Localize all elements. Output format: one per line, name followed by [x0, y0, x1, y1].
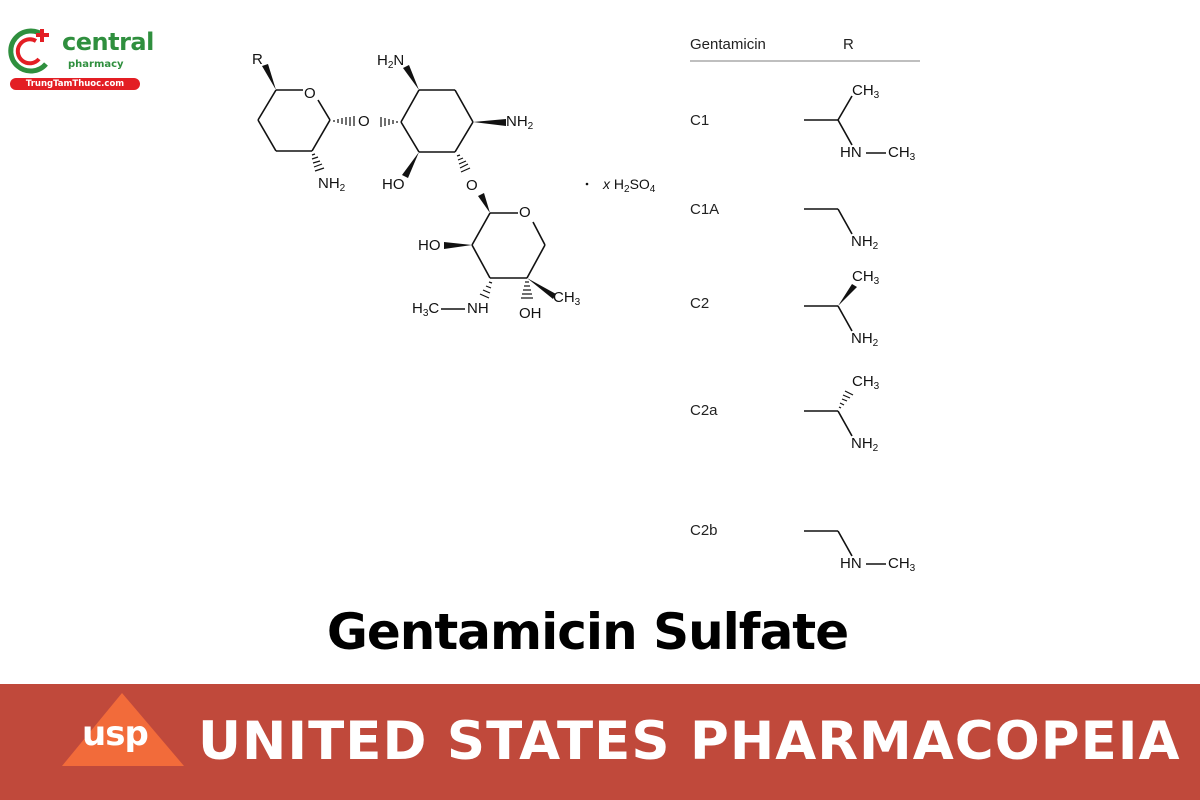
methyl-label: CH3	[553, 289, 581, 308]
methyl-label: CH3	[852, 373, 880, 392]
hydroxyl-label: HO	[418, 237, 441, 254]
hydroxyl-label: HO	[382, 176, 405, 193]
page-title: Gentamicin Sulfate	[326, 603, 849, 661]
methylamine-label: H3C	[412, 300, 440, 319]
glycosidic-oxygen-label: O	[358, 113, 370, 130]
gentamicin-structure-diagram	[257, 60, 920, 565]
usp-logo-text: usp	[82, 714, 149, 754]
table-row-id: C2a	[690, 402, 718, 419]
glycosidic-oxygen-label: O	[466, 177, 478, 194]
methyl-label: CH3	[888, 555, 916, 574]
table-row-id: C2b	[690, 522, 718, 539]
logo-tagline: pharmacy	[68, 59, 124, 70]
amine-label: NH2	[318, 175, 346, 194]
logo-url-badge: TrungTamThuoc.com	[10, 78, 140, 90]
ring-oxygen-label: O	[519, 204, 531, 221]
logo-brand-name: central	[62, 28, 154, 56]
usp-banner: usp UNITED STATES PHARMACOPEIA	[0, 684, 1200, 800]
table-row-id: C1A	[690, 201, 720, 218]
pharmacy-cross-logo-icon	[8, 28, 49, 74]
table-row-id: C2	[690, 295, 710, 312]
amine-label: HN	[840, 144, 862, 161]
amine-label: NH2	[506, 113, 534, 132]
salt-formula: x H2SO4	[603, 176, 656, 195]
amine-label: H2N	[377, 52, 405, 71]
methylamine-label: NH	[467, 300, 489, 317]
methyl-label: CH3	[852, 82, 880, 101]
r-group-label: R	[252, 51, 263, 68]
amine-label: NH2	[851, 435, 879, 454]
hydroxyl-label: OH	[519, 305, 542, 322]
usp-triangle-icon	[62, 693, 184, 766]
amine-label: NH2	[851, 330, 879, 349]
table-row-id: C1	[690, 112, 710, 129]
ring-oxygen-label: O	[304, 85, 316, 102]
methyl-label: CH3	[852, 268, 880, 287]
chemical-structure-area: R O O NH2 H2N NH2 HO O O HO H3C NH OH CH…	[252, 36, 920, 574]
usp-logo: usp	[60, 692, 186, 768]
table-header-gentamicin: Gentamicin	[690, 36, 766, 53]
amine-label: NH2	[851, 233, 879, 252]
central-pharmacy-logo: central pharmacy TrungTamThuoc.com	[6, 26, 156, 92]
amine-label: HN	[840, 555, 862, 572]
table-header-r: R	[843, 36, 854, 53]
methyl-label: CH3	[888, 144, 916, 163]
banner-title: UNITED STATES PHARMACOPEIA	[198, 711, 1181, 772]
